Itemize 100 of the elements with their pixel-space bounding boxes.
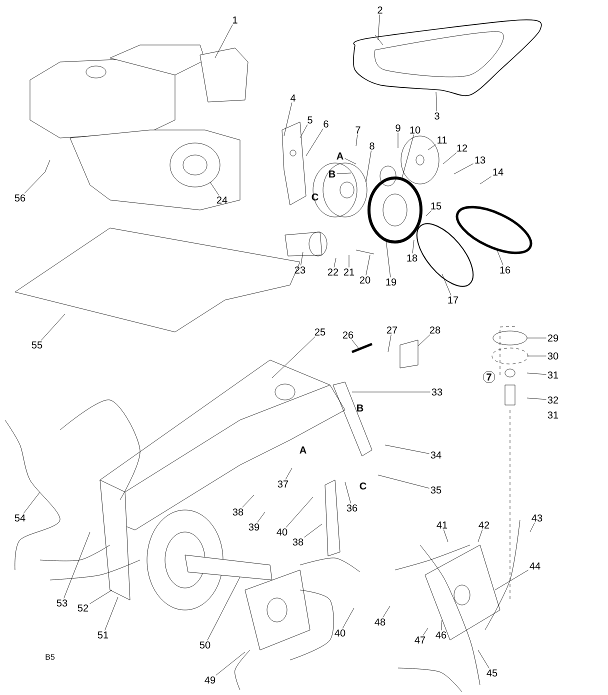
leader-line — [478, 530, 483, 542]
leader-line — [428, 144, 436, 150]
callout-number: 21 — [344, 268, 354, 276]
callout-number: 40 — [276, 528, 288, 536]
callout-number: 9 — [396, 124, 400, 132]
reference-letter: C — [312, 193, 318, 201]
leader-line — [494, 570, 528, 590]
callout-number: 47 — [414, 636, 426, 644]
callout-number: 54 — [14, 514, 26, 522]
leader-line — [496, 250, 504, 266]
leader-line — [388, 334, 392, 352]
leader-line — [454, 163, 474, 174]
callout-number: 8 — [370, 142, 374, 150]
callout-number: 33 — [432, 388, 442, 396]
leader-line — [41, 314, 66, 341]
figure-code: B5 — [46, 654, 55, 660]
callout-number: 41 — [436, 522, 448, 528]
callout-number: A — [336, 152, 344, 160]
leader-line — [300, 252, 304, 266]
leader-line — [23, 492, 40, 514]
leader-line — [90, 590, 112, 604]
leader-line — [272, 336, 316, 378]
leader-line — [422, 628, 428, 636]
leader-line — [436, 92, 437, 112]
callout-number: 25 — [314, 328, 326, 336]
leader-line — [352, 340, 360, 350]
leader-line — [530, 522, 535, 532]
leader-line — [418, 334, 430, 346]
leader-line — [285, 468, 292, 480]
callout-number: 24 — [216, 196, 228, 204]
callout-number: 12 — [457, 144, 468, 152]
leader-line — [442, 152, 457, 164]
callout-number: 55 — [32, 342, 42, 348]
callout-number: 52 — [78, 604, 88, 612]
callout-number: 39 — [248, 523, 260, 531]
leader-line — [284, 102, 292, 136]
callout-number: 45 — [486, 670, 498, 676]
leader-line — [378, 14, 380, 40]
callout-number: 43 — [532, 514, 542, 522]
leader-line — [426, 210, 432, 216]
callout-number: 32 — [548, 396, 558, 404]
leader-line — [104, 596, 118, 631]
callout-number: 13 — [475, 156, 486, 164]
callout-number: 40 — [334, 629, 346, 637]
callout-number: 44 — [530, 562, 540, 570]
leader-line — [342, 608, 354, 628]
callout-number: 6 — [324, 120, 328, 128]
callout-number: 34 — [430, 451, 442, 459]
callout-number: 17 — [448, 296, 458, 304]
callout-number: 50 — [200, 641, 210, 649]
callout-number: 37 — [278, 480, 288, 488]
leader-line — [242, 494, 254, 508]
leader-line — [348, 254, 350, 268]
callout-number: 4 — [290, 94, 296, 102]
reference-letter: B — [357, 404, 364, 412]
callout-number: 27 — [386, 326, 398, 334]
leader-line — [412, 240, 414, 254]
leader-line — [382, 606, 390, 618]
leader-line — [480, 176, 492, 184]
callout-number: 35 — [430, 486, 442, 494]
leader-line — [386, 240, 391, 278]
leader-line — [384, 444, 430, 454]
callout-number: 5 — [308, 116, 312, 124]
callout-number: 38 — [292, 538, 304, 546]
callout-number: B — [329, 170, 336, 178]
callout-number: 49 — [204, 676, 216, 684]
leader-line — [64, 532, 90, 598]
callout-number: 46 — [436, 631, 446, 639]
callout-number: 20 — [360, 276, 370, 284]
leader-line — [210, 182, 220, 196]
leader-line — [257, 512, 266, 522]
leader-line — [441, 620, 442, 630]
callout-number: 23 — [294, 266, 306, 274]
callout-number: 42 — [478, 522, 490, 528]
callout-number: 15 — [431, 202, 442, 210]
callout-number: 53 — [56, 599, 68, 607]
callout-number: 11 — [438, 136, 447, 144]
leader-line — [336, 172, 352, 174]
leader-line — [304, 524, 322, 538]
leader-line — [478, 650, 490, 669]
leader-line — [402, 134, 414, 178]
callout-number: 16 — [500, 266, 510, 274]
leader-line — [442, 274, 452, 296]
callout-number: 30 — [548, 352, 558, 360]
leader-line — [378, 474, 430, 488]
callout-number: 38 — [232, 508, 244, 516]
callout-number: 56 — [14, 194, 26, 202]
leader-line — [24, 172, 46, 194]
leader-line — [526, 398, 546, 400]
callout-number: 36 — [346, 504, 358, 512]
callout-number: 10 — [410, 126, 420, 134]
leader-line — [366, 254, 370, 276]
callout-number: 7 — [356, 126, 360, 134]
leader-line — [300, 124, 308, 138]
leader-line — [286, 496, 314, 528]
leader-line — [443, 529, 448, 542]
leader-line — [306, 128, 324, 156]
reference-letter: C — [360, 482, 366, 490]
leader-line — [366, 150, 372, 182]
callout-number: 1 — [233, 16, 238, 24]
